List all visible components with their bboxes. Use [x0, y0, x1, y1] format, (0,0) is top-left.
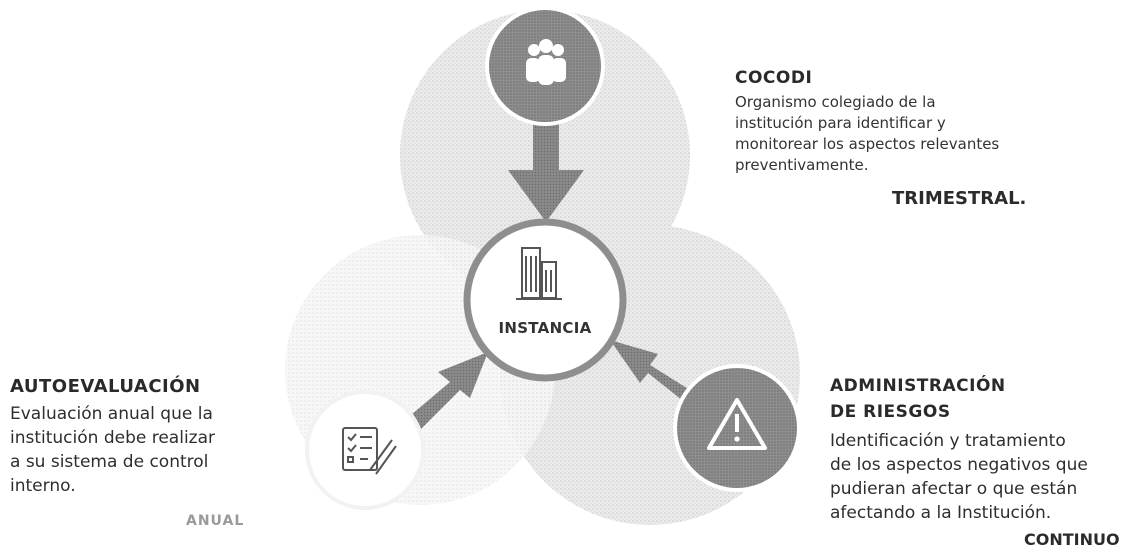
arrow-autoevaluacion-to-hub [405, 352, 488, 432]
autoevaluacion-desc-line: a su sistema de control [10, 452, 209, 472]
autoevaluacion-desc-line: interno. [10, 476, 76, 496]
cocodi-frequency: TRIMESTRAL. [892, 188, 1027, 209]
warning-triangle-icon [707, 398, 767, 450]
riesgos-description: Identificación y tratamiento de los aspe… [830, 429, 1120, 525]
autoevaluacion-node[interactable] [305, 390, 425, 510]
autoevaluacion-frequency: ANUAL [186, 513, 245, 529]
riesgos-desc-line: de los aspectos negativos que [830, 455, 1088, 475]
checklist-pencil-icon [342, 427, 397, 475]
cocodi-desc-line: Organismo colegiado de la [735, 93, 936, 111]
riesgos-title-line-2: DE RIESGOS [830, 402, 951, 422]
autoevaluacion-desc-line: institución debe realizar [10, 428, 216, 448]
buildings-icon [516, 247, 562, 300]
cocodi-desc-line: preventivamente. [735, 156, 869, 174]
riesgos-desc-line: afectando a la Institución. [830, 503, 1052, 523]
riesgos-title-line-1: ADMINISTRACIÓN [830, 376, 1006, 396]
cocodi-desc-line: monitorear los aspectos relevantes [735, 135, 1000, 153]
cocodi-title: COCODI [735, 68, 813, 88]
autoevaluacion-title: AUTOEVALUACIÓN [10, 376, 201, 397]
cocodi-desc-line: institución para identificar y [735, 114, 946, 132]
riesgos-desc-line: pudieran afectar o que están [830, 479, 1078, 499]
arrow-riesgos-to-hub [610, 340, 690, 400]
autoevaluacion-description: Evaluación anual que la institución debe… [10, 402, 270, 498]
riesgos-desc-line: Identificación y tratamiento [830, 431, 1066, 451]
people-group-icon [526, 39, 566, 85]
autoevaluacion-desc-line: Evaluación anual que la [10, 404, 213, 424]
riesgos-frequency: CONTINUO [1024, 530, 1120, 549]
hub-label: INSTANCIA [498, 319, 592, 337]
cocodi-description: Organismo colegiado de la institución pa… [735, 92, 1055, 176]
